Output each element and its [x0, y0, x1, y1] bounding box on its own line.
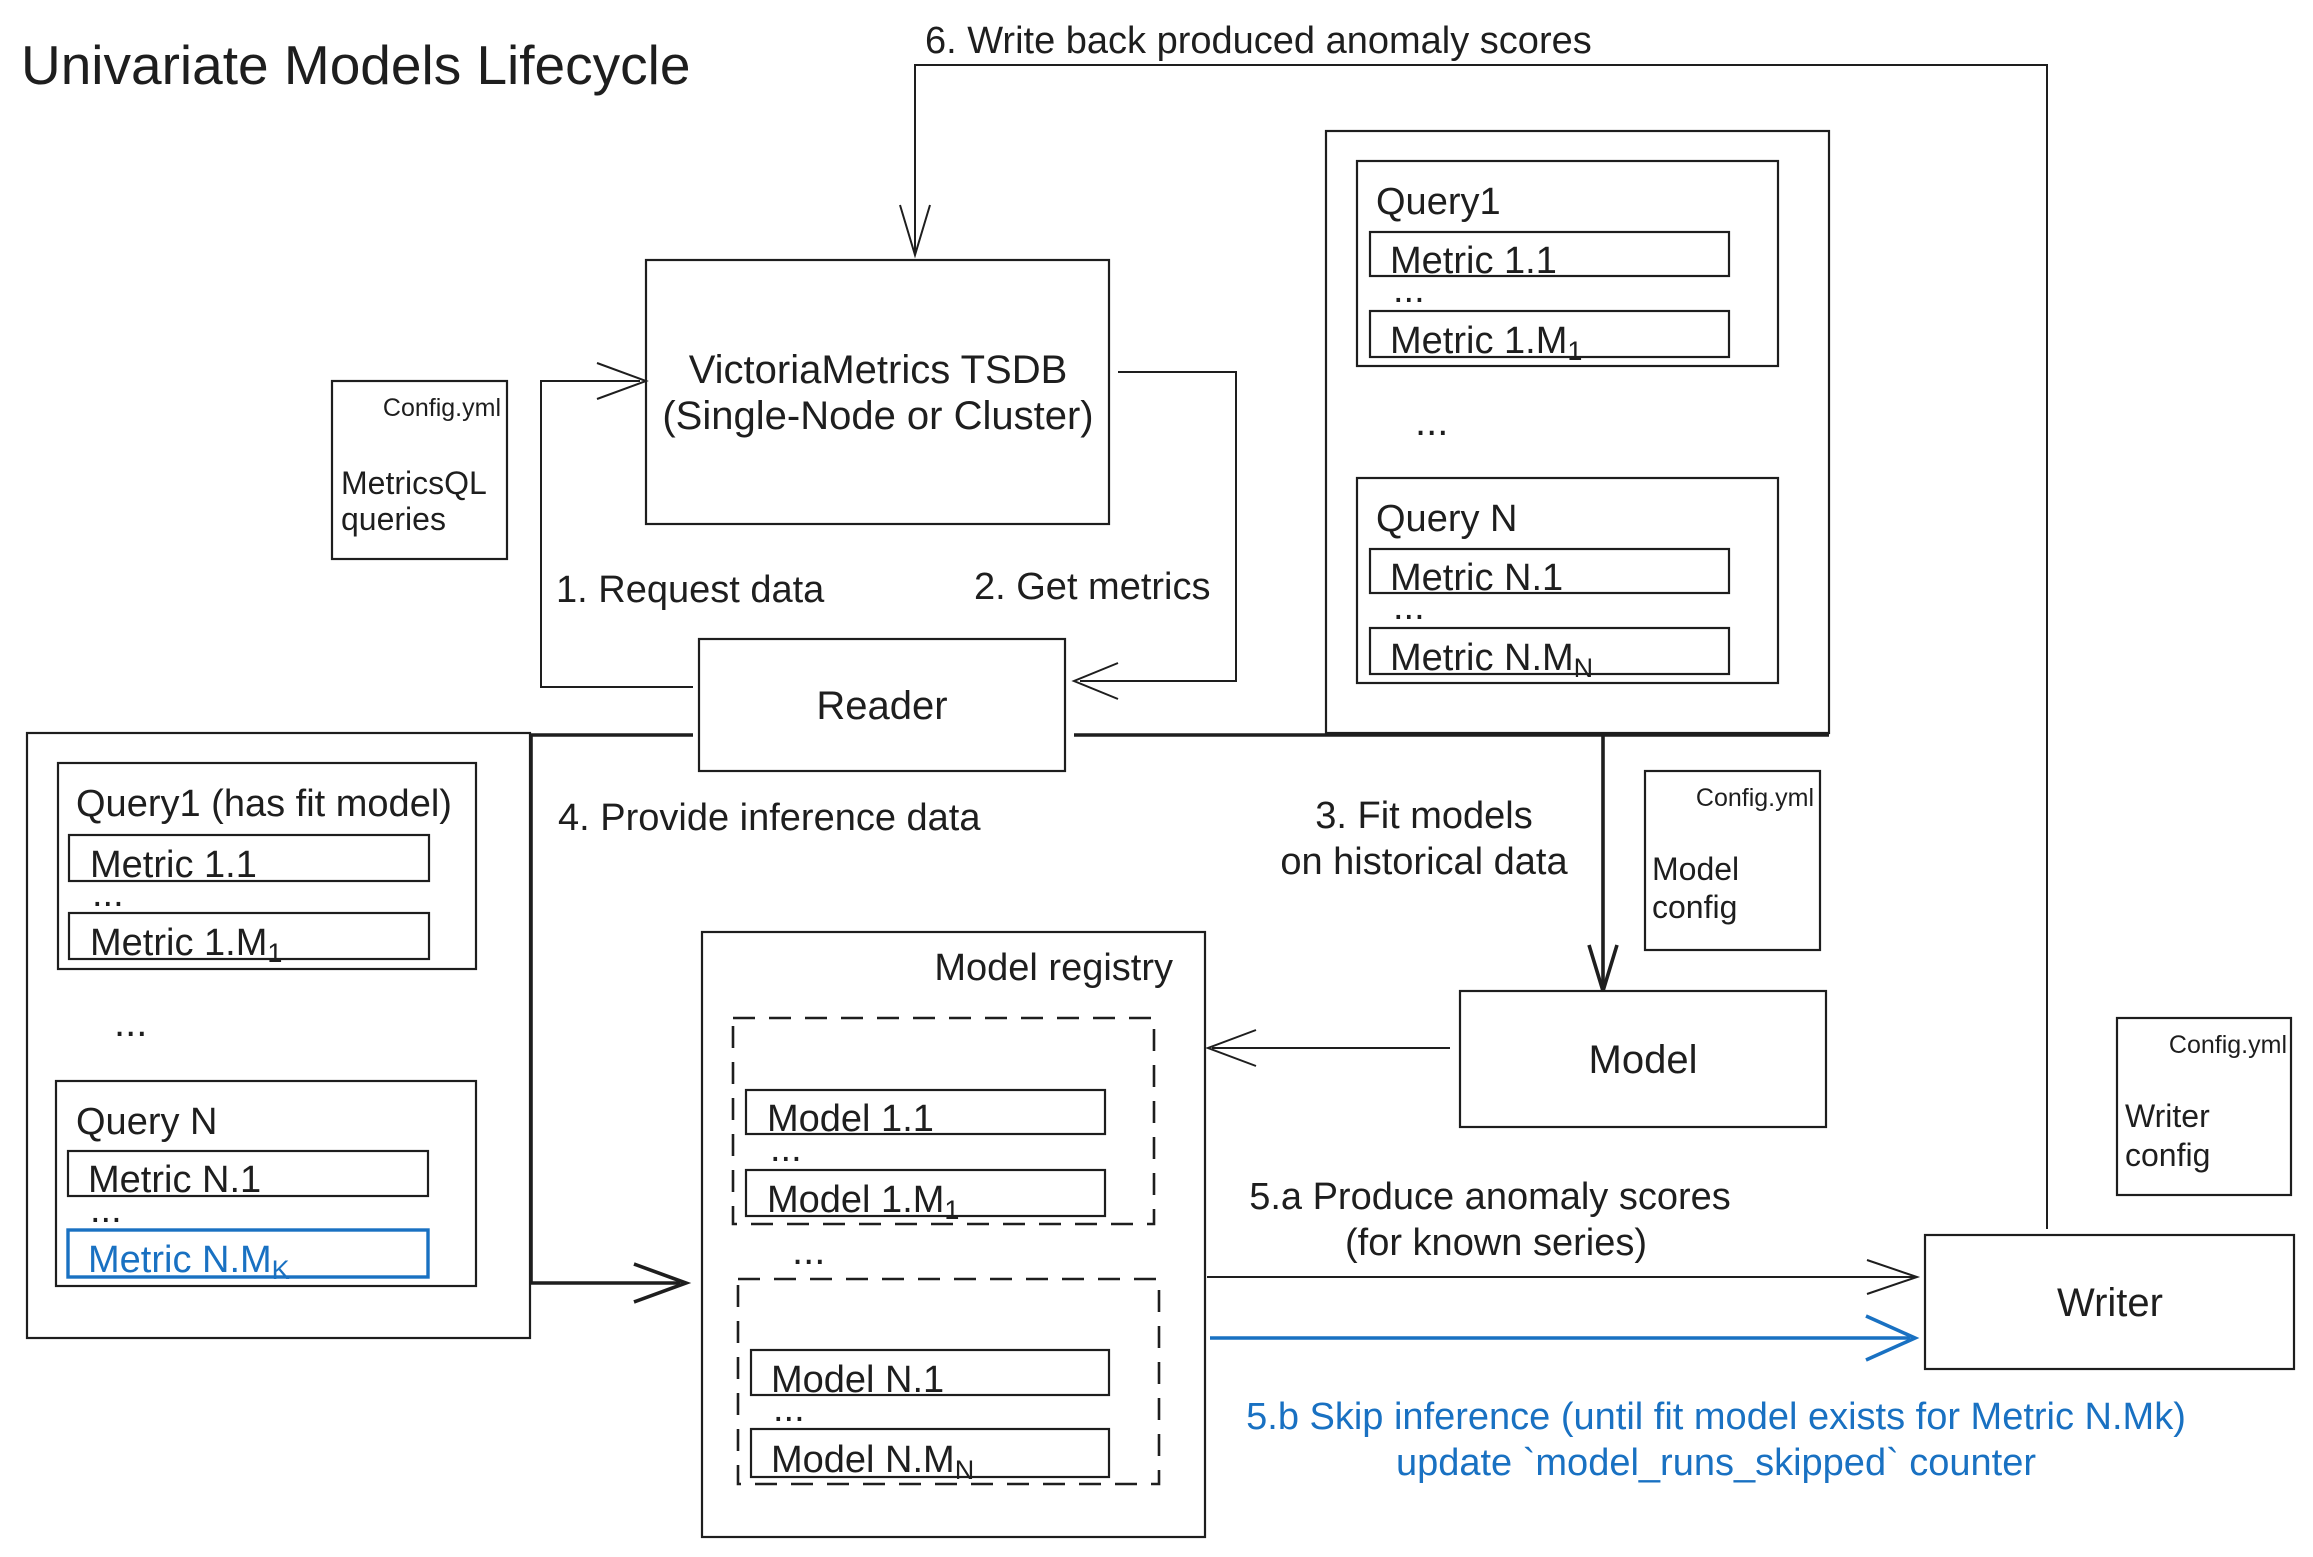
queries-ellipsis: ... — [1415, 400, 1448, 444]
metric-item: Metric 1.M1 — [90, 922, 282, 968]
metric-item-unfit: Metric N.MK — [88, 1239, 290, 1285]
historical-query-panel: Query1 Metric 1.1 ... Metric 1.M1 ... Qu… — [1324, 129, 1831, 735]
model-item: Model N.MN — [771, 1439, 974, 1485]
step-6-label: 6. Write back produced anomaly scores — [925, 20, 1592, 62]
diagram-title: Univariate Models Lifecycle — [21, 34, 690, 96]
writer-config-file[interactable]: Config.yml Writer config — [2115, 1016, 2293, 1197]
model-item: Model N.1 — [771, 1359, 944, 1401]
arrowhead-icon — [596, 362, 649, 400]
metric-item: Metric 1.M1 — [1390, 320, 1582, 366]
step-5a-label-line1: 5.a Produce anomaly scores — [1249, 1176, 1731, 1218]
arrowhead-icon — [1866, 1259, 1921, 1295]
step-3-label-line2: on historical data — [1280, 841, 1568, 883]
writer-label: Writer — [2057, 1281, 2163, 1325]
config-description-line1: Writer — [2125, 1098, 2210, 1134]
inference-query-group[interactable]: Query N Metric N.1 ... Metric N.MK — [54, 1079, 478, 1288]
step-5b-label-line1: 5.b Skip inference (until fit model exis… — [1246, 1396, 2186, 1438]
model-label: Model — [1589, 1038, 1698, 1082]
config-description-line2: config — [2125, 1137, 2210, 1173]
tsdb-subtitle: (Single-Node or Cluster) — [662, 394, 1093, 438]
config-description-line2: config — [1652, 889, 1737, 925]
config-filename: Config.yml — [383, 394, 501, 422]
model-item: Model 1.M1 — [767, 1179, 959, 1225]
queries-ellipsis: ... — [114, 1001, 147, 1045]
query-title: Query N — [1376, 498, 1517, 540]
step-4-label: 4. Provide inference data — [558, 797, 981, 839]
arrowhead-icon — [899, 204, 931, 259]
arrowhead-icon — [633, 1262, 692, 1304]
reader-label: Reader — [816, 684, 947, 728]
step-2-label: 2. Get metrics — [974, 566, 1211, 608]
metric-item: Metric N.1 — [1390, 557, 1563, 599]
historical-query-group[interactable]: Query1 Metric 1.1 ... Metric 1.M1 — [1355, 159, 1780, 368]
ellipsis: ... — [92, 873, 124, 915]
step-5b-label-line2: update `model_runs_skipped` counter — [1396, 1442, 2036, 1484]
unfit-metric-highlight[interactable] — [66, 1228, 430, 1279]
tsdb-title: VictoriaMetrics TSDB — [689, 348, 1068, 392]
metric-item: Metric 1.1 — [90, 844, 257, 886]
tsdb-node[interactable]: VictoriaMetrics TSDB (Single-Node or Clu… — [644, 258, 1111, 526]
inference-query-group[interactable]: Query1 (has fit model) Metric 1.1 ... Me… — [56, 761, 478, 971]
ellipsis: ... — [1393, 269, 1425, 311]
skip-inference-connector — [1210, 1314, 1920, 1362]
write-back-connector — [899, 64, 2048, 1229]
historical-query-group[interactable]: Query N Metric N.1 ... Metric N.MN — [1355, 476, 1780, 685]
models-ellipsis: ... — [792, 1229, 825, 1273]
arrowhead-icon — [1071, 662, 1119, 700]
config-description-line1: MetricsQL — [341, 465, 487, 501]
config-description-line2: queries — [341, 501, 446, 537]
query-title: Query1 — [1376, 181, 1501, 223]
metric-item: Metric 1.1 — [1390, 240, 1557, 282]
produce-scores-connector — [1207, 1259, 1921, 1295]
reader-node[interactable]: Reader — [697, 637, 1067, 773]
arrowhead-icon — [1205, 1029, 1257, 1067]
model-group[interactable]: Model 1.1 ... Model 1.M1 — [731, 1016, 1156, 1226]
query-title: Query1 (has fit model) — [76, 783, 452, 825]
metric-item: Metric N.1 — [88, 1159, 261, 1201]
config-filename: Config.yml — [1696, 784, 1814, 812]
model-item: Model 1.1 — [767, 1098, 934, 1140]
inference-query-panel: Query1 (has fit model) Metric 1.1 ... Me… — [25, 731, 532, 1340]
model-registry: Model registry Model 1.1 ... Model 1.M1 … — [700, 930, 1207, 1539]
arrowhead-icon — [1865, 1314, 1920, 1362]
inference-data-connector — [529, 735, 692, 1304]
model-to-registry-connector — [1205, 1029, 1450, 1067]
query-title: Query N — [76, 1101, 217, 1143]
model-registry-title: Model registry — [934, 947, 1173, 989]
config-filename: Config.yml — [2169, 1031, 2287, 1059]
config-description-line1: Model — [1652, 851, 1739, 887]
step-3-label-line1: 3. Fit models — [1315, 795, 1533, 837]
step-5a-label-line2: (for known series) — [1345, 1222, 1647, 1264]
data-bus-connector — [531, 733, 1829, 998]
get-metrics-connector — [1071, 371, 1237, 700]
ellipsis: ... — [90, 1189, 122, 1231]
model-node[interactable]: Model — [1458, 989, 1828, 1129]
step-1-label: 1. Request data — [556, 569, 825, 611]
model-group[interactable]: Model N.1 ... Model N.MN — [736, 1277, 1161, 1486]
ellipsis: ... — [1393, 586, 1425, 628]
writer-node[interactable]: Writer — [1923, 1233, 2296, 1371]
metric-item: Metric N.MN — [1390, 637, 1593, 683]
reader-config-file[interactable]: Config.yml MetricsQL queries — [330, 379, 509, 561]
ellipsis: ... — [773, 1388, 805, 1430]
model-config-file[interactable]: Config.yml Model config — [1643, 769, 1822, 952]
ellipsis: ... — [770, 1128, 802, 1170]
request-data-connector — [540, 362, 693, 688]
